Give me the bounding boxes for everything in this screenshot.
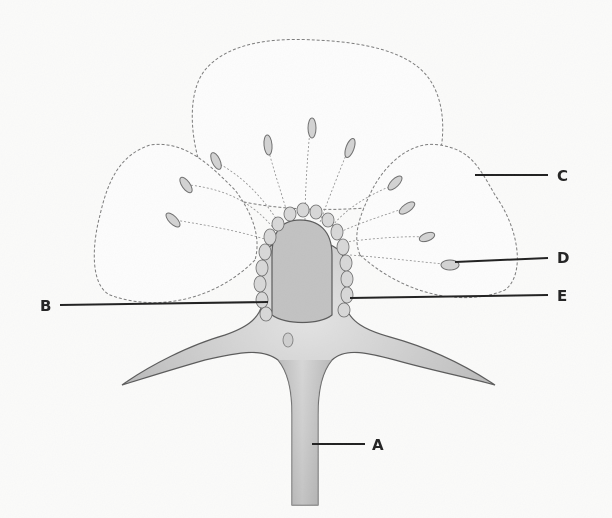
flower-diagram: B C D E A [0, 0, 612, 518]
flower-illustration: B C D E A [0, 0, 612, 518]
paper-texture [0, 0, 612, 518]
